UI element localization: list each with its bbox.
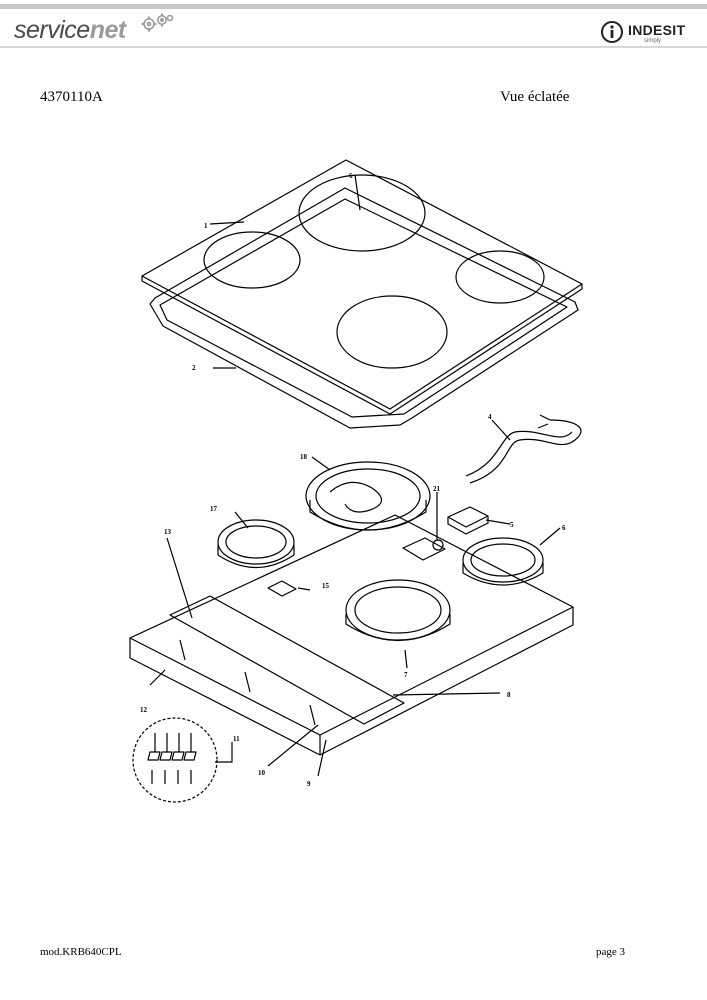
callout-4: 4 — [488, 413, 492, 421]
cooking-zone-left — [203, 231, 301, 289]
callout-labels: 1 2 4 5 6 7 8 9 10 11 12 13 15 17 18 21 … — [140, 172, 566, 788]
control-panel — [169, 595, 405, 725]
base-tray-top — [129, 514, 574, 736]
callout-8: 8 — [507, 691, 511, 699]
callout-7: 7 — [404, 671, 408, 679]
indesit-logo: INDESIT simply — [600, 20, 695, 46]
callout-9: 9 — [307, 780, 311, 788]
cooking-zone-right — [455, 250, 545, 304]
callout-11: 11 — [233, 735, 240, 743]
callout-15: 15 — [322, 582, 330, 590]
leader-lines — [149, 174, 561, 777]
gasket-frame-outer — [149, 187, 579, 429]
cooking-zone-rear-large — [298, 174, 426, 252]
terminal-block — [447, 506, 489, 528]
bracket-15 — [267, 580, 297, 597]
limiter-21 — [432, 539, 444, 551]
callout-17: 17 — [210, 505, 218, 513]
gears-icon — [141, 13, 174, 32]
logo-word-net: net — [89, 16, 127, 44]
callout-13: 13 — [164, 528, 172, 536]
power-cable-second-wire — [465, 430, 573, 477]
heating-element-17 — [217, 519, 295, 565]
fixing-kit-detail — [132, 717, 218, 803]
glass-top-edge — [141, 276, 583, 415]
panel-brackets — [179, 639, 316, 726]
heating-element-17-inner — [225, 525, 287, 559]
view-title: Vue éclatée — [500, 89, 570, 105]
fixing-screws — [154, 733, 192, 752]
fixing-clips — [147, 751, 197, 761]
heating-element-7-rim — [345, 614, 451, 641]
header-bottom-stripe — [0, 46, 707, 48]
footer-model: mod.KRB640CPL — [40, 946, 122, 958]
header-top-stripe — [0, 4, 707, 9]
callout-18: 18 — [300, 453, 308, 461]
brand-name: INDESIT — [628, 22, 686, 38]
cable-ends — [537, 414, 551, 429]
servicenet-logo: servicenet — [14, 12, 126, 48]
footer-page-number: page 3 — [596, 946, 626, 958]
power-cable — [469, 419, 582, 484]
logo-word-service: service — [14, 16, 90, 44]
callout-2: 2 — [192, 364, 196, 372]
heating-element-6-rim — [462, 563, 544, 586]
heating-element-18-rim — [309, 500, 427, 531]
callout-1: 1 — [204, 222, 208, 230]
heating-element-7-inner — [354, 586, 442, 634]
callout-12: 12 — [140, 706, 148, 714]
callout-10: 10 — [258, 769, 266, 777]
heating-element-17-rim — [217, 545, 295, 569]
heating-element-7 — [345, 579, 451, 641]
brand-tagline: simply — [644, 38, 662, 44]
document-reference: 4370110A — [40, 89, 103, 105]
callout-21: 21 — [433, 485, 441, 493]
heating-element-18-inner — [315, 468, 421, 524]
header-bar: servicenet INDESIT simply — [0, 0, 707, 50]
cooking-zone-front — [336, 295, 448, 369]
heating-element-18-coil — [329, 481, 383, 513]
insulation-pad — [402, 537, 446, 561]
indesit-emblem-icon — [601, 21, 623, 43]
callout-6: 6 — [562, 524, 566, 532]
fixing-bolts — [151, 770, 192, 784]
heating-element-6 — [462, 537, 544, 583]
callout-5: 5 — [510, 521, 514, 529]
heating-element-6-inner — [470, 543, 536, 577]
gasket-frame-inner — [159, 198, 568, 418]
callout-top-zone: 6 — [349, 172, 353, 180]
glass-top-plate — [141, 159, 583, 410]
